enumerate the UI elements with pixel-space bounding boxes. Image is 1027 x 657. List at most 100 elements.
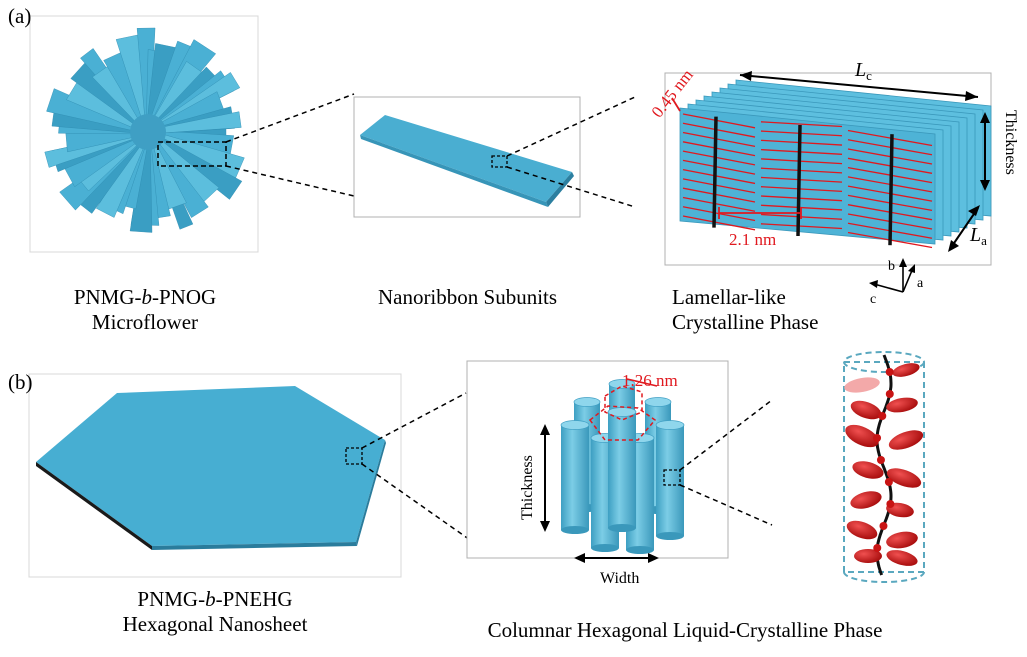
lamella-chain — [760, 158, 843, 165]
lamellar-phase-image — [679, 79, 992, 249]
lamella-chain — [760, 195, 843, 202]
column-top — [573, 397, 601, 407]
backbone-node — [879, 522, 888, 530]
nanosheet-zoom-box — [345, 447, 363, 465]
side-chain-ellipsoid — [846, 520, 878, 540]
microflower-caption-line1: PNMG-b-PNOG — [73, 285, 217, 309]
helical-molecule-image — [843, 351, 925, 583]
column-base — [626, 546, 654, 554]
lamellar-caption: Lamellar-like Crystalline Phase — [672, 285, 872, 335]
column-top — [655, 420, 685, 430]
spacing-dimension-line — [671, 97, 681, 112]
lamella-chain — [760, 148, 843, 155]
crystal-axes — [869, 258, 915, 293]
hexagon-outline — [604, 385, 643, 421]
arrowhead — [540, 521, 550, 532]
lamella-chain — [760, 139, 843, 146]
width-arrow — [949, 207, 979, 250]
columnar-caption: Columnar Hexagonal Liquid-Crystalline Ph… — [487, 618, 883, 642]
side-chain-ellipsoid — [888, 430, 924, 450]
side-chain-ellipsoid — [852, 461, 884, 479]
side-chain-ellipsoid — [892, 363, 920, 377]
lamella-sheet — [679, 107, 936, 245]
column-spacing-line — [626, 378, 658, 387]
zoom-line — [361, 392, 467, 449]
column-thickness-label: Thickness — [519, 455, 536, 520]
lamella-chain — [682, 122, 756, 138]
column-base — [656, 532, 684, 540]
side-chain-ellipsoid-highlight — [844, 377, 880, 393]
column-base — [561, 526, 589, 534]
side-chain-ellipsoid — [886, 531, 918, 549]
lamella-chain — [682, 131, 756, 147]
arrowhead — [948, 240, 959, 252]
helix-cylinder-top — [843, 351, 925, 373]
axis-a-label: a — [917, 276, 924, 291]
lamella-chain — [682, 150, 756, 166]
side-chain-ellipsoid — [886, 468, 922, 488]
column-top — [560, 420, 590, 430]
column-body — [561, 425, 589, 530]
lamella-chain — [682, 141, 756, 157]
backbone-node — [876, 456, 885, 464]
backbone-node — [873, 434, 882, 442]
column-top — [608, 379, 636, 389]
arrowhead — [980, 112, 990, 123]
zoom-line — [225, 165, 355, 197]
side-chain-ellipsoid — [854, 549, 882, 563]
helix-cylinder-outline — [843, 361, 925, 573]
backbone-node — [878, 412, 887, 420]
axis-c-label: c — [870, 292, 876, 307]
nanoribbon-image — [360, 115, 574, 207]
lamella-chain — [760, 176, 843, 183]
nanoribbon-zoom-box — [491, 155, 508, 168]
arrowhead — [540, 424, 550, 435]
column-width-label: Width — [600, 570, 639, 587]
backbone-node — [884, 478, 893, 486]
panel-label-b: (b) — [8, 370, 33, 394]
lamella-chain — [682, 215, 756, 231]
lamella-chain — [682, 113, 756, 129]
lamella-boundary — [796, 124, 802, 237]
axis-b-label: b — [888, 259, 895, 274]
lamella-chain — [760, 121, 843, 128]
column-spacing-label: 1.26 nm — [622, 371, 678, 390]
lamella-chain — [682, 159, 756, 175]
zoom-line — [679, 484, 773, 526]
lamella-chain — [682, 178, 756, 194]
nanosheet-caption-line1: PNMG-b-PNEHG — [137, 587, 293, 611]
nanosheet-caption-line2: Hexagonal Nanosheet — [122, 612, 308, 636]
microflower-core — [130, 114, 166, 150]
backbone-node — [885, 390, 894, 398]
zoom-line — [679, 399, 773, 471]
panel-label-a: (a) — [8, 4, 32, 28]
zoom-line — [506, 166, 636, 208]
column-base — [591, 544, 619, 552]
zoom-line — [506, 96, 636, 157]
backbone-node — [886, 500, 895, 508]
nanosheet-image — [36, 386, 386, 550]
zoom-line — [225, 93, 355, 143]
microflower-caption: PNMG-b-PNOG Microflower — [45, 285, 245, 335]
column-base — [608, 524, 636, 532]
lamellar-caption-line2: Crystalline Phase — [672, 310, 819, 334]
arrowhead — [574, 553, 585, 563]
arrowhead — [968, 205, 980, 216]
hexagon-outline — [588, 405, 657, 441]
side-chain-ellipsoid — [886, 397, 918, 413]
microflower-zoom-box — [157, 141, 227, 167]
column-zoom-box — [663, 469, 681, 486]
arrowhead — [648, 553, 659, 563]
lamella-chain — [760, 186, 843, 193]
lamella-chain — [682, 168, 756, 185]
lamella-chain — [847, 139, 933, 156]
thickness-label: Thickness — [1002, 110, 1019, 175]
nanoribbon-caption: Nanoribbon Subunits — [377, 285, 558, 309]
arrowhead — [965, 91, 978, 101]
side-chain-ellipsoid — [845, 424, 879, 448]
length-arrow — [739, 74, 979, 98]
lamella-chain — [682, 187, 756, 203]
column-top — [644, 397, 672, 407]
